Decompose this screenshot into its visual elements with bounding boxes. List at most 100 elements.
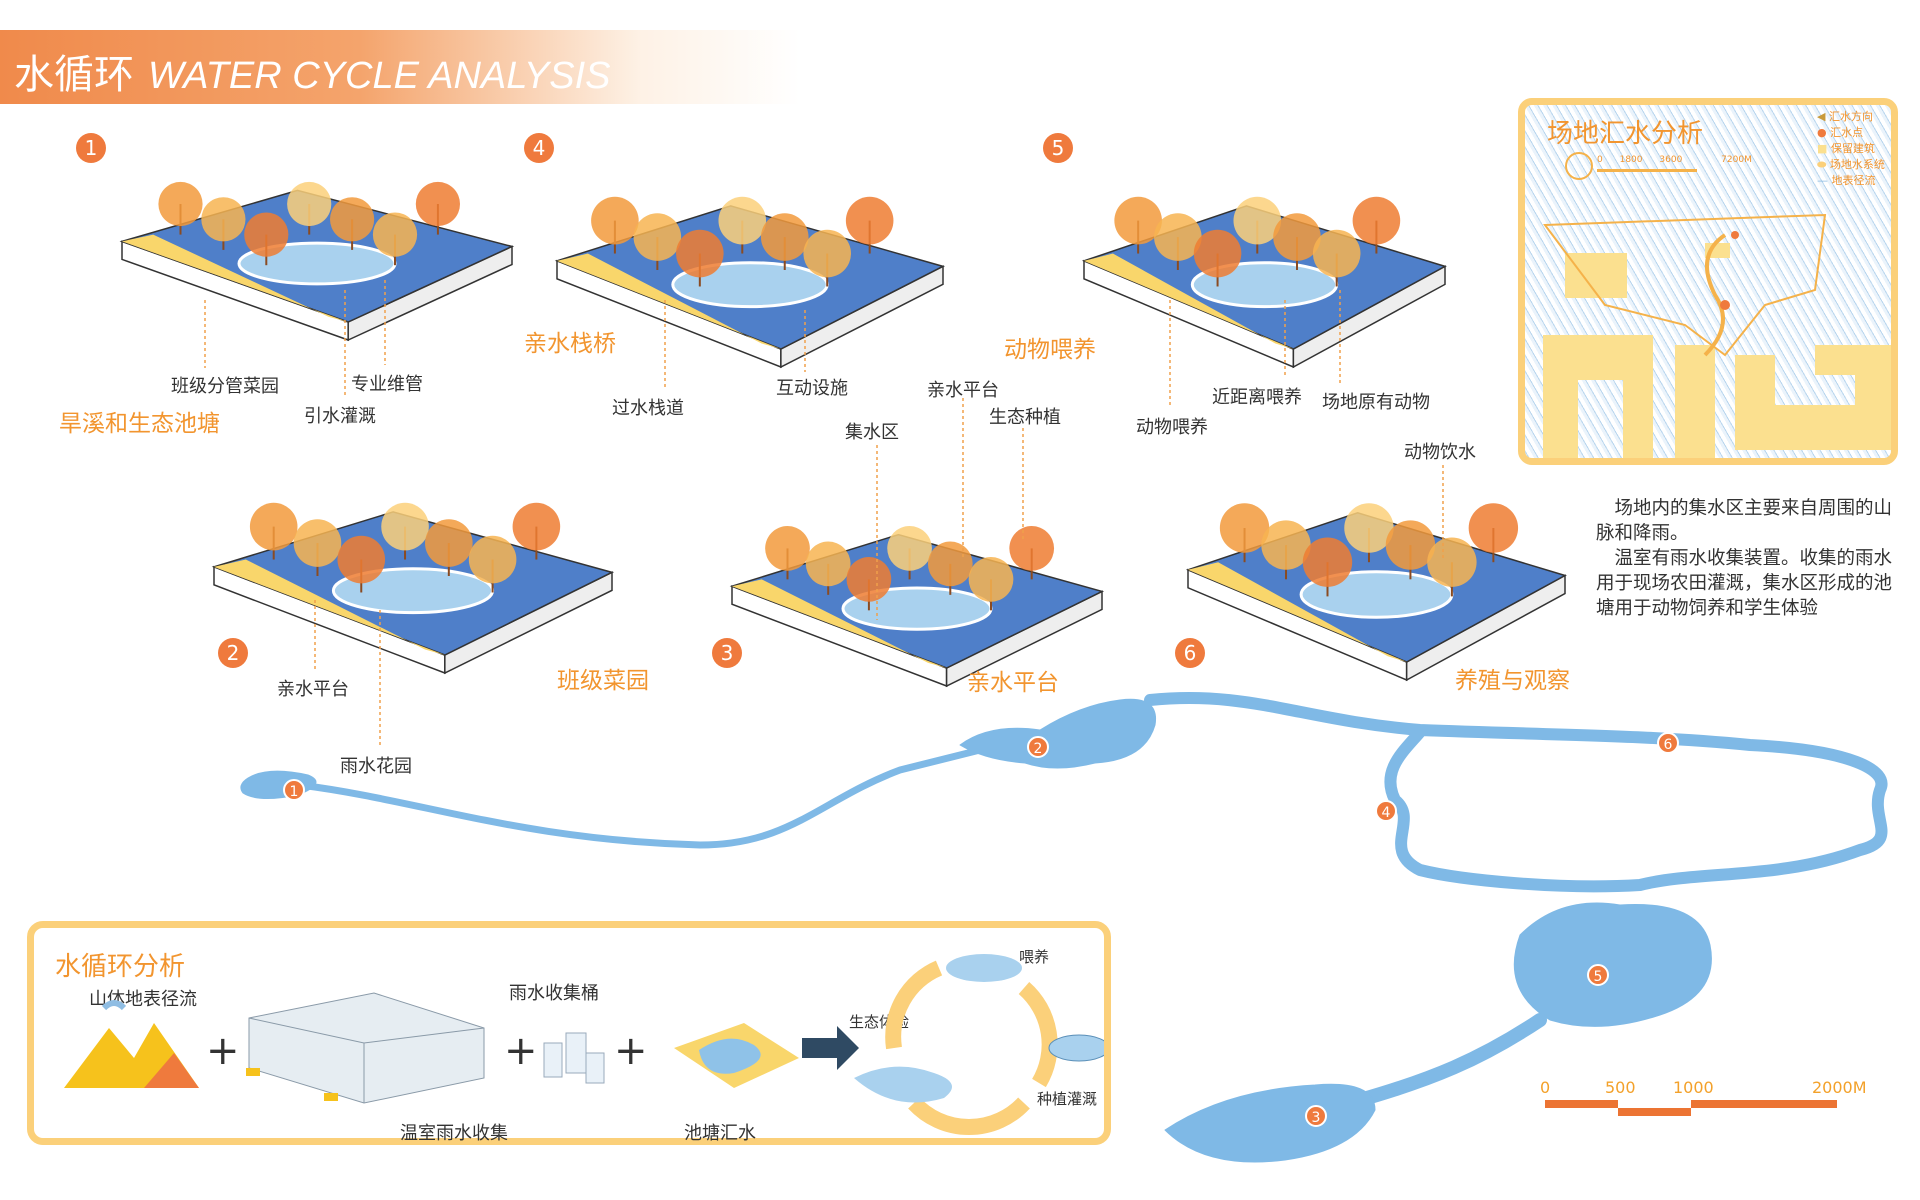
arrow-right-icon	[802, 1026, 859, 1070]
plus-sign: +	[504, 1028, 538, 1074]
label: 动物饮水	[1404, 442, 1476, 463]
swan-pond-icon	[946, 954, 1022, 982]
panel-number-2: 2	[218, 638, 248, 668]
tree-icon	[718, 196, 767, 245]
tree-icon	[158, 181, 203, 227]
plus-sign: +	[206, 1028, 240, 1074]
tree-icon	[330, 197, 375, 242]
pond-icon	[674, 1023, 799, 1088]
lake-5	[1513, 902, 1712, 1027]
greenhouse-icon	[246, 992, 485, 1104]
plus-sign: +	[614, 1028, 648, 1074]
tree-icon	[1352, 196, 1401, 245]
tree-icon	[1114, 196, 1162, 245]
lake-2	[959, 698, 1157, 769]
diorama-panel-3	[1081, 196, 1447, 369]
label: 场地原有动物	[1322, 392, 1430, 413]
site-catchment-map: 场地汇水分析 0 1800 3600 7200M ◀ 汇水方向 ● 汇水点 ■ …	[1518, 98, 1898, 465]
heading-bridge: 亲水栈桥	[524, 331, 616, 357]
label: 近距离喂养	[1212, 387, 1302, 408]
tree-icon	[805, 541, 851, 587]
tree-icon	[887, 526, 932, 571]
tree-icon	[591, 196, 639, 245]
diorama-panel-2	[554, 196, 946, 369]
step-rain-barrel: 雨水收集桶	[509, 983, 599, 1004]
diorama-panel-4	[211, 502, 615, 675]
tree-icon	[1261, 520, 1311, 570]
tree-icon	[760, 213, 809, 261]
tree-icon	[415, 181, 460, 227]
label: 亲水平台	[277, 679, 349, 700]
mountain-icon	[64, 1000, 199, 1088]
tree-icon	[425, 519, 473, 567]
tree-icon	[1273, 213, 1321, 261]
title-en: WATER CYCLE ANALYSIS	[148, 55, 611, 97]
tree-icon	[381, 502, 429, 551]
scale-bar: 0 500 1000 2000M	[1540, 1078, 1870, 1118]
label: 专业维管	[351, 374, 423, 395]
panel-number-6: 6	[1175, 638, 1205, 668]
cycle-feeding: 喂养	[1019, 948, 1050, 966]
flow-title: 水循环分析	[55, 952, 186, 982]
tree-icon	[1385, 520, 1436, 570]
flow-illustrations	[64, 954, 1104, 1136]
tree-icon	[468, 535, 517, 584]
tree-icon	[968, 557, 1014, 602]
description: 场地内的集水区主要来自周围的山脉和降雨。 温室有雨水收集装置。收集的雨水用于现场…	[1596, 498, 1893, 619]
cycle-arrows	[885, 960, 1058, 1136]
heading-feeding: 动物喂养	[1004, 337, 1096, 363]
stream-1	[296, 746, 984, 849]
tree-icon	[244, 212, 289, 257]
label: 班级分管菜园	[171, 376, 279, 397]
map-marker-6: 6	[1657, 732, 1679, 754]
wetland-icon	[854, 1066, 952, 1103]
stream-loop	[1144, 692, 1888, 893]
tree-icon	[1302, 537, 1353, 587]
north-arrow-icon	[1565, 152, 1593, 180]
irrigation-pond-icon	[1048, 1034, 1104, 1062]
label: 亲水平台	[927, 380, 999, 401]
label: 过水栈道	[612, 398, 684, 419]
label: 集水区	[845, 422, 899, 443]
step-pond: 池塘汇水	[684, 1123, 756, 1144]
panel-number-1: 1	[76, 133, 106, 163]
step-greenhouse: 温室雨水收集	[400, 1123, 508, 1144]
map-marker-5: 5	[1587, 964, 1609, 986]
map-marker-1: 1	[283, 779, 305, 801]
tree-icon	[512, 502, 561, 551]
cycle-irrigation: 种植灌溉	[1037, 1090, 1098, 1108]
stream-2	[1353, 1013, 1547, 1107]
tree-icon	[372, 212, 418, 257]
tree-icon	[337, 535, 386, 584]
diorama-panel-6	[1185, 503, 1567, 682]
site-plan	[1543, 213, 1891, 458]
tree-icon	[846, 557, 892, 602]
tree-icon	[803, 229, 851, 278]
tree-icon	[1312, 229, 1361, 278]
map-marker-3: 3	[1305, 1105, 1327, 1127]
label: 互动设施	[776, 378, 848, 399]
rain-barrel-icon	[543, 1032, 605, 1084]
tree-icon	[1233, 196, 1282, 245]
site-map-title: 场地汇水分析	[1547, 119, 1704, 149]
tree-icon	[633, 213, 682, 261]
diorama-panel-1	[119, 181, 515, 342]
map-marker-4: 4	[1375, 800, 1397, 822]
title-banner: 水循环 WATER CYCLE ANALYSIS	[0, 30, 800, 104]
tree-icon	[287, 181, 332, 227]
tree-icon	[293, 519, 342, 567]
diorama-panel-5	[729, 526, 1105, 688]
tree-icon	[1154, 213, 1202, 261]
heading-platform: 亲水平台	[967, 670, 1059, 696]
tree-icon	[1427, 537, 1477, 587]
label: 生态种植	[989, 407, 1061, 428]
tree-icon	[765, 526, 810, 571]
site-scale: 0 1800 3600 7200M	[1597, 155, 1752, 165]
tree-icon	[845, 196, 894, 245]
tree-icon	[249, 502, 298, 551]
title-cn: 水循环	[14, 52, 134, 98]
heading-garden: 班级菜园	[557, 668, 649, 694]
water-cycle-flow: 水循环分析 山体地表径流 温室雨水收集 雨水收集桶 池塘汇水 + + + 喂养 …	[27, 921, 1111, 1145]
